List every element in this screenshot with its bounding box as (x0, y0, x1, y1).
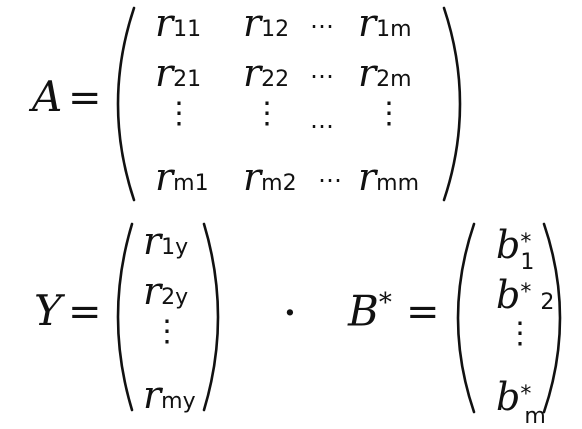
vector-y-equals: = (68, 289, 102, 335)
matrix-a-row3-cdots: ⋯ (310, 112, 335, 140)
vector-y-vdots: ⋮ (152, 314, 182, 349)
vector-y-entry-2: r2y (143, 269, 189, 313)
vector-b-symbol: B* (348, 286, 392, 336)
matrix-a-r21: r21 (155, 51, 202, 95)
vector-b-entry-1: b*1 (496, 223, 535, 275)
vector-b-vdots: ⋮ (505, 316, 535, 351)
matrix-a-col2-vdots: ⋮ (252, 96, 282, 131)
matrix-a-row1-cdots: ⋯ (310, 12, 335, 40)
vector-y-entry-1: r1y (143, 219, 189, 263)
vector-b-equals: = (406, 289, 440, 335)
matrix-a-r11: r11 (155, 1, 202, 45)
matrix-a-rm1: rm1 (155, 155, 209, 199)
matrix-a-colm-vdots: ⋮ (374, 96, 404, 131)
matrix-a-r22: r22 (243, 51, 290, 95)
matrix-a-col1-vdots: ⋮ (164, 96, 194, 131)
matrix-a-rm2: rm2 (243, 155, 297, 199)
vector-y-left-paren (116, 222, 134, 412)
matrix-a-equals: = (68, 75, 102, 121)
matrix-a-row2-cdots: ⋯ (310, 62, 335, 90)
separator-dot: · (284, 293, 296, 333)
vector-y-entry-m: rmy (143, 373, 196, 417)
matrix-a-row4-cdots: ⋯ (318, 166, 343, 194)
vector-b-entry-2: b*2 (496, 273, 555, 317)
matrix-a-rmm: rmm (358, 155, 420, 199)
vector-b-right-paren (542, 222, 562, 414)
vector-b-left-paren (456, 222, 476, 414)
matrix-a-left-paren (116, 6, 136, 202)
vector-b-entry-m: b*m (496, 375, 546, 429)
matrix-a-symbol: A (32, 72, 63, 121)
matrix-a-right-paren (442, 6, 462, 202)
vector-y-right-paren (202, 222, 220, 412)
matrix-a-r1m: r1m (358, 1, 412, 45)
vector-y-symbol: Y (34, 286, 62, 335)
matrix-a-r12: r12 (243, 1, 290, 45)
matrix-a-r2m: r2m (358, 51, 412, 95)
